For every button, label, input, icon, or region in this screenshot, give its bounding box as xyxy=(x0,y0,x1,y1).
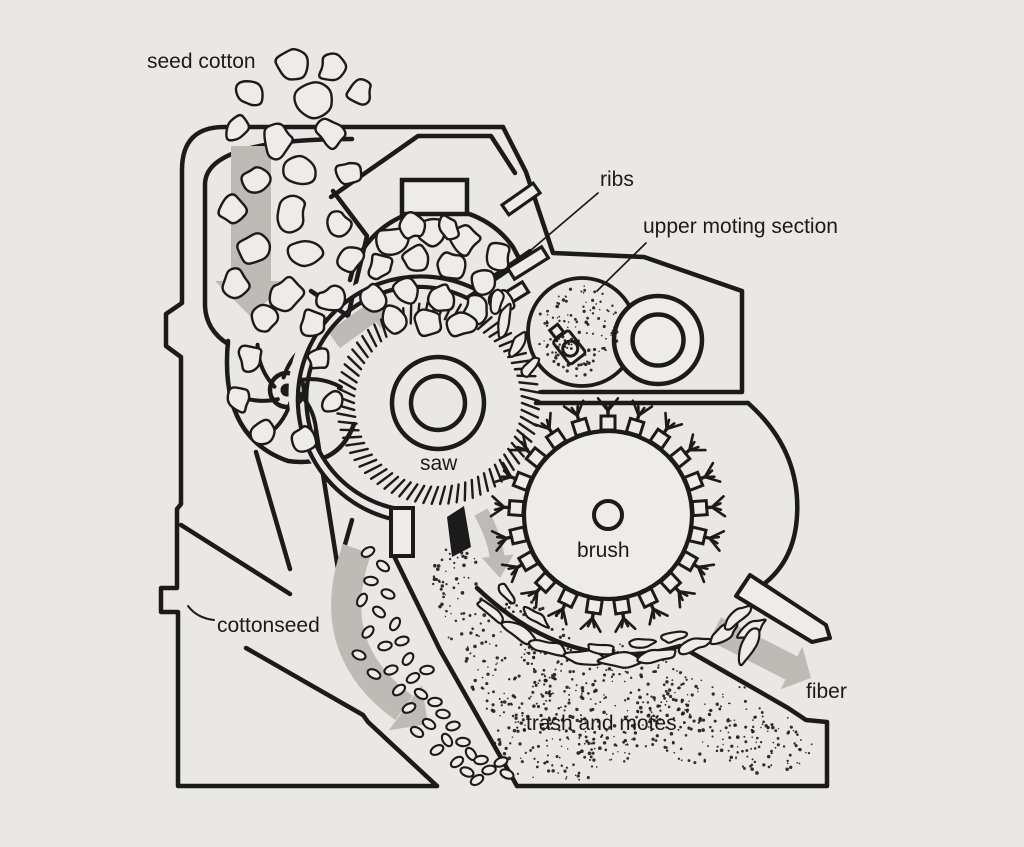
label-fiber: fiber xyxy=(806,680,847,703)
label-seed-cotton: seed cotton xyxy=(147,50,256,73)
label-saw: saw xyxy=(420,452,458,475)
label-cottonseed: cottonseed xyxy=(217,614,320,637)
label-upper-moting-section: upper moting section xyxy=(643,215,838,238)
label-trash-and-motes: trash and motes xyxy=(526,712,677,735)
label-ribs: ribs xyxy=(600,168,634,191)
label-brush: brush xyxy=(577,539,630,562)
brush-wheel xyxy=(489,390,744,634)
trash-speckles xyxy=(432,285,813,781)
cotton-seeds-lint xyxy=(217,48,767,787)
leader-lines xyxy=(187,192,647,621)
